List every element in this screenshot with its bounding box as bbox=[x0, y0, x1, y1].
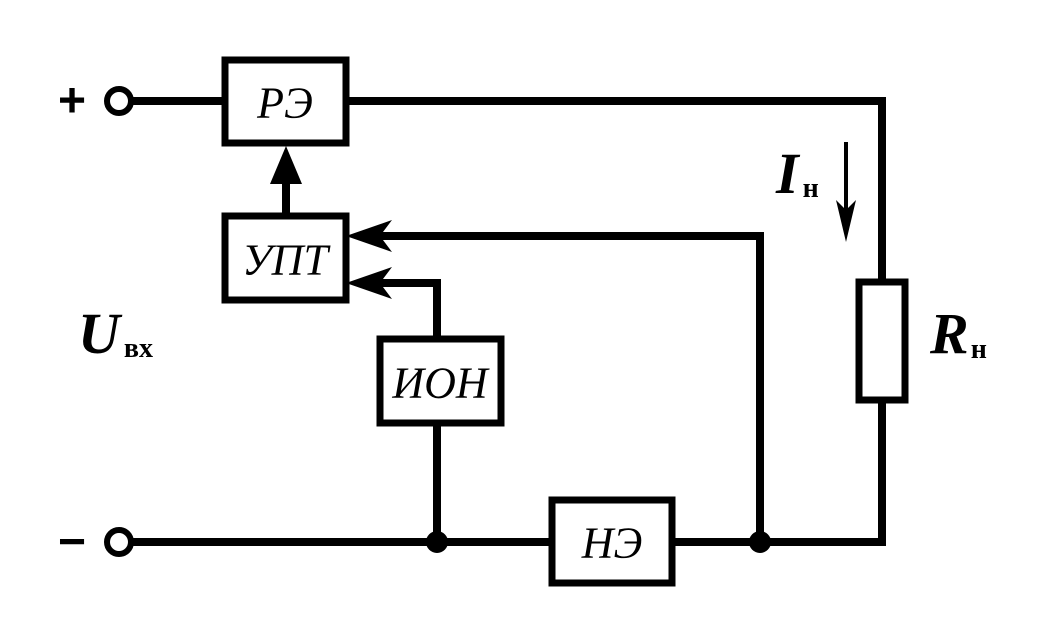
current-arrow-icon bbox=[836, 142, 856, 242]
minus-terminal-icon bbox=[104, 527, 134, 557]
wire-ne-to-load bbox=[668, 396, 886, 546]
junction-dot bbox=[749, 531, 771, 553]
arrow-to-re-icon bbox=[270, 146, 302, 184]
plus-terminal-icon bbox=[104, 86, 134, 116]
block-re: РЭ bbox=[221, 56, 350, 147]
block-ne: НЭ bbox=[548, 496, 676, 587]
plus-sign: + bbox=[58, 75, 86, 128]
wires bbox=[128, 97, 886, 546]
wire-re-to-load bbox=[342, 97, 886, 286]
block-ne-label: НЭ bbox=[581, 519, 643, 568]
load-resistor bbox=[855, 278, 909, 404]
block-upt-label: УПТ bbox=[242, 236, 331, 285]
arrowheads bbox=[270, 146, 392, 299]
wire-ion-to-upt bbox=[376, 279, 441, 343]
arrow-ion-icon bbox=[346, 267, 392, 299]
block-upt: УПТ bbox=[221, 212, 350, 304]
junction-dot bbox=[426, 531, 448, 553]
block-ion-label: ИОН bbox=[391, 359, 490, 408]
load-resistance-label: Rн bbox=[929, 301, 987, 366]
minus-sign: − bbox=[58, 516, 86, 569]
block-ion: ИОН bbox=[376, 335, 505, 427]
block-re-label: РЭ bbox=[256, 79, 313, 128]
wire-feedback-to-upt bbox=[376, 232, 764, 546]
arrow-feedback-icon bbox=[346, 220, 392, 252]
